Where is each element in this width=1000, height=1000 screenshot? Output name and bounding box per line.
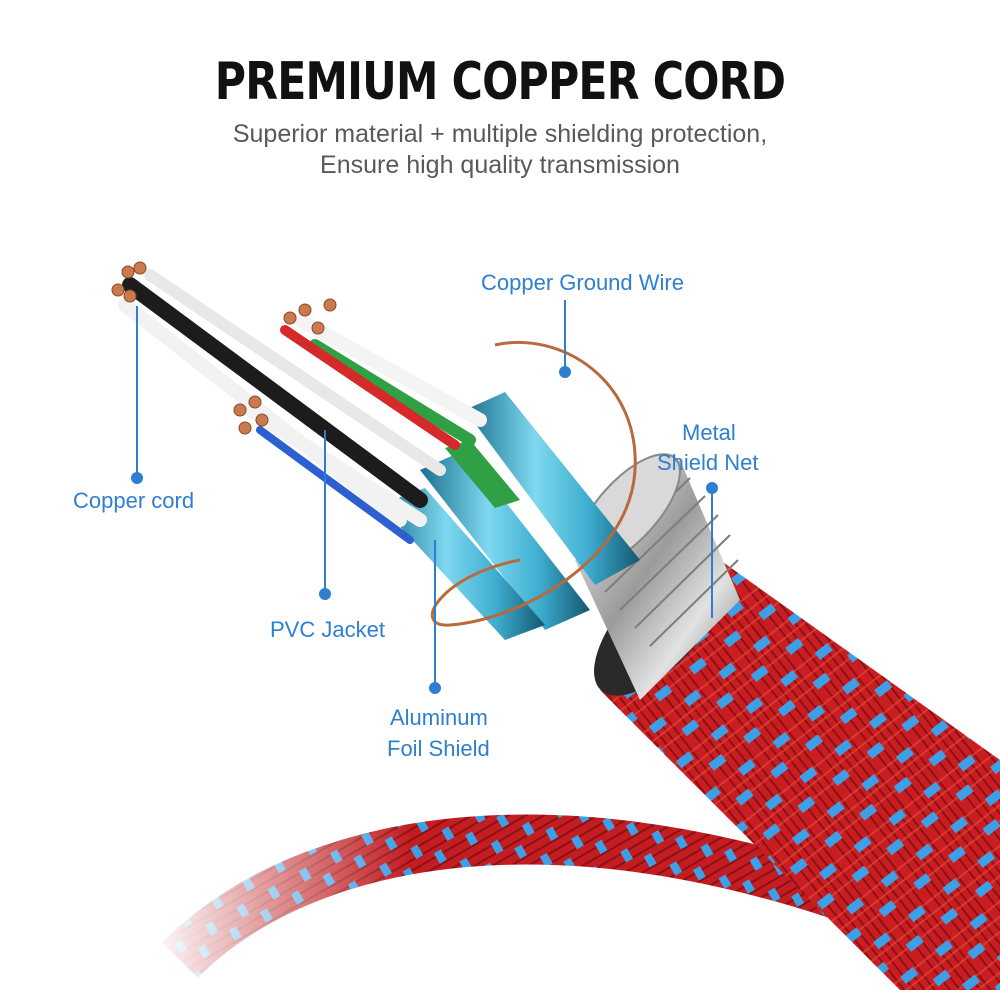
label-metal-shield-net-1: Metal bbox=[682, 420, 736, 445]
subtitle-line-2: Ensure high quality transmission bbox=[320, 151, 680, 179]
copper-ground-wire bbox=[430, 340, 637, 627]
label-copper-cord: Copper cord bbox=[73, 488, 195, 513]
insulated-wires bbox=[118, 269, 487, 544]
label-aluminum-foil-1: Aluminum bbox=[390, 705, 488, 730]
label-metal-shield-net-2: Shield Net bbox=[657, 450, 759, 475]
copper-strand-tips bbox=[111, 261, 337, 435]
subtitle-line-1: Superior material + multiple shielding p… bbox=[232, 120, 768, 148]
page-title: PREMIUM COPPER CORD bbox=[214, 52, 786, 112]
label-pvc-jacket: PVC Jacket bbox=[270, 617, 385, 642]
label-aluminum-foil-2: Foil Shield bbox=[387, 736, 490, 761]
callout-leaders bbox=[131, 300, 718, 694]
label-copper-ground-wire: Copper Ground Wire bbox=[481, 270, 684, 295]
